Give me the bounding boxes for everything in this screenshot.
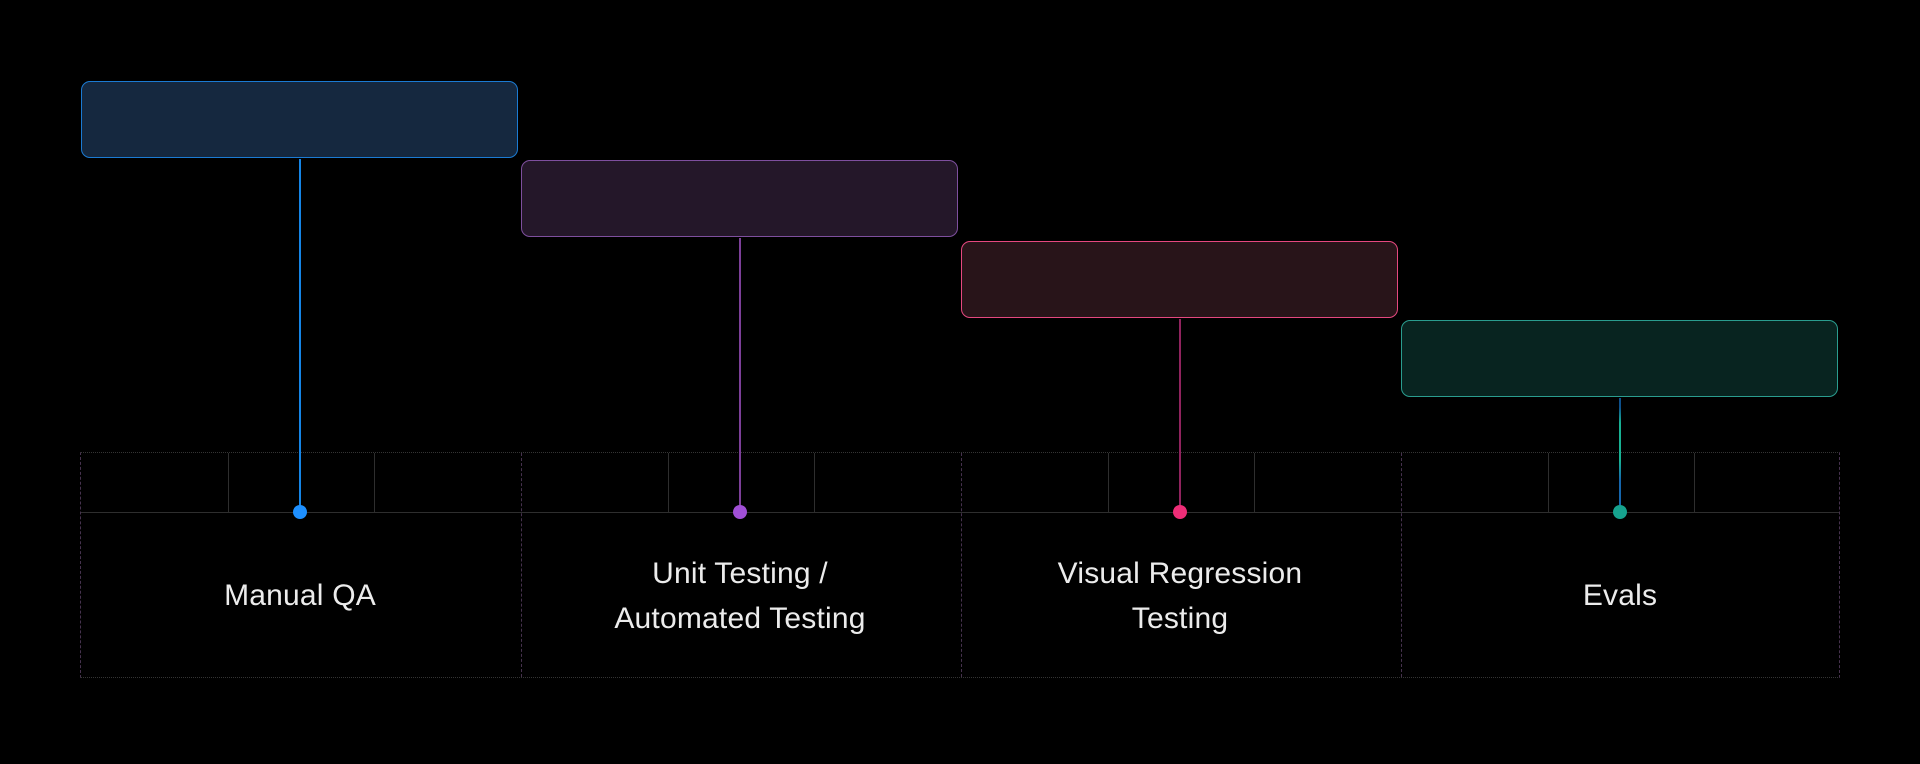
grid-line [228,453,229,513]
grid-line [81,512,1839,513]
timeline-dot [293,505,307,519]
grid-line [1254,453,1255,513]
evals-box [1401,320,1838,397]
connector-line [299,159,301,512]
section-manual-qa: Manual QA [80,0,520,764]
section-label-line: Unit Testing / [652,556,828,590]
timeline-dot [733,505,747,519]
timeline-dot [1173,505,1187,519]
grid-line [374,453,375,513]
connector-line [1619,398,1621,512]
section-label-line: Visual Regression [1057,556,1303,590]
manual-qa-box [81,81,518,158]
timeline-grid [80,452,1840,678]
connector-line [1179,319,1181,512]
grid-line [668,453,669,513]
section-label: Manual QA [80,513,520,678]
grid-line [814,453,815,513]
connector-line [739,238,741,512]
section-label-line: Automated Testing [614,601,866,635]
grid-line [1108,453,1109,513]
timeline-dot [1613,505,1627,519]
section-evals: Evals [1400,0,1840,764]
visual-regression-box [961,241,1398,318]
section-visual-regression-testing: Visual Regression Testing [960,0,1400,764]
section-label: Evals [1400,513,1840,678]
section-label-line: Evals [1582,579,1658,612]
section-divider-line [961,453,962,677]
section-label-line: Manual QA [224,579,376,612]
section-label-line: Testing [1131,601,1229,635]
grid-line [1548,453,1549,513]
grid-line [1694,453,1695,513]
unit-testing-box [521,160,958,237]
section-label: Visual Regression Testing [960,513,1400,678]
section-divider-line [521,453,522,677]
section-label: Unit Testing / Automated Testing [520,513,960,678]
section-unit-automated-testing: Unit Testing / Automated Testing [520,0,960,764]
section-divider-line [1401,453,1402,677]
